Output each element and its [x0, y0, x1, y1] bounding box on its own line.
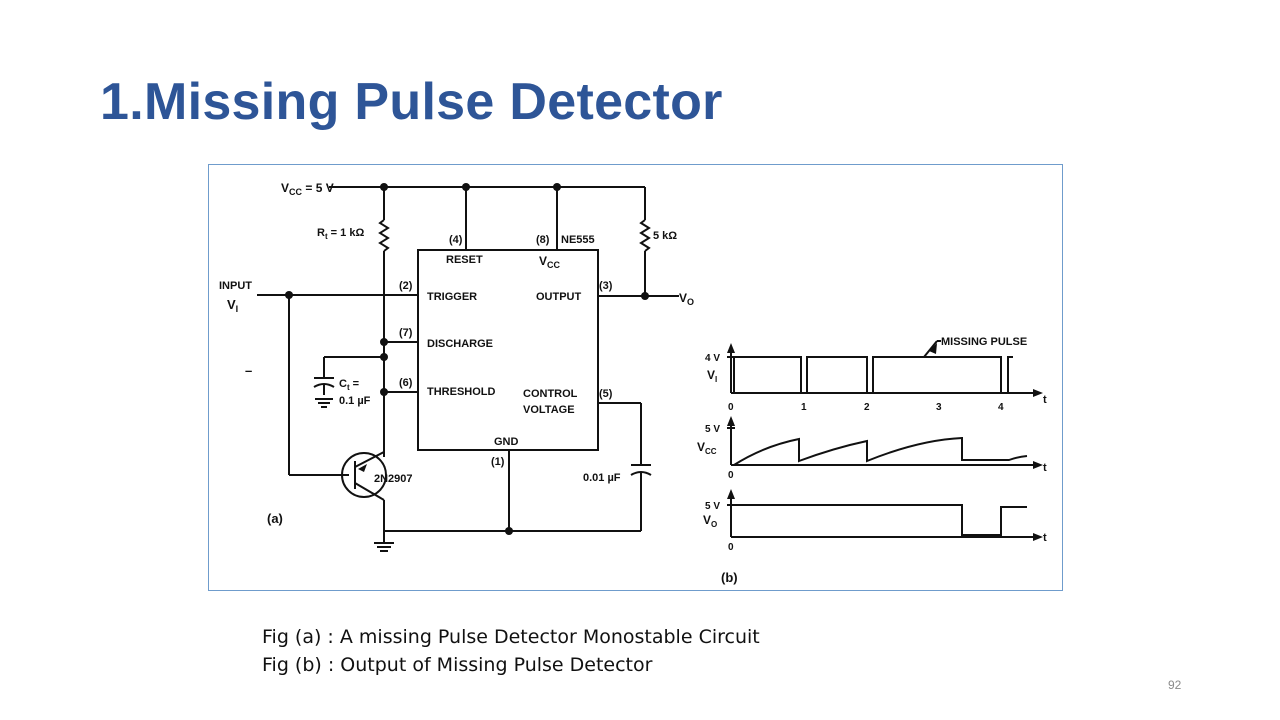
trigger-pin-label: TRIGGER [427, 291, 477, 303]
vo-label: VO [679, 291, 694, 307]
vo-zero-label: 0 [728, 542, 734, 553]
circuit-diagram: VCC = 5 V Rt = 1 kΩ 5 kΩ INPUT VI – Ct =… [219, 181, 1047, 585]
output-pin-label: OUTPUT [536, 291, 582, 303]
tick-3: 3 [936, 402, 942, 413]
wave-vo-label: VO [703, 513, 717, 529]
pin7-label: (7) [399, 327, 413, 339]
gnd-pin-label: GND [494, 436, 519, 448]
pullup-resistor-label: 5 kΩ [653, 230, 677, 242]
vi-time-axis-label: t [1043, 394, 1047, 406]
vcc-level-label: 5 V [705, 424, 720, 435]
page-number: 92 [1168, 678, 1182, 692]
tick-0: 0 [728, 402, 734, 413]
vo-time-axis-label: t [1043, 532, 1047, 544]
control-pin-label: CONTROL [523, 388, 578, 400]
pin8-label: (8) [536, 234, 550, 246]
pin3-label: (3) [599, 280, 613, 292]
vi-label: VI [227, 297, 238, 314]
wave-vcc-label: VCC [697, 440, 717, 456]
transistor-label: 2N2907 [374, 473, 413, 485]
slide-title: 1.Missing Pulse Detector [100, 73, 723, 131]
ct-value: 0.1 µF [339, 395, 371, 407]
panel-b-label: (b) [721, 570, 738, 585]
vcc-main-label: VCC = 5 V [281, 181, 334, 197]
dash-mark: – [245, 363, 252, 378]
caption-fig-a: Fig (a) : A missing Pulse Detector Monos… [262, 626, 760, 648]
tick-1: 1 [801, 402, 807, 413]
reset-pin-label: RESET [446, 254, 483, 266]
wave-vi-label: VI [707, 368, 717, 384]
voltage-pin-label: VOLTAGE [523, 404, 575, 416]
tick-4: 4 [998, 402, 1004, 413]
figure-frame: VCC = 5 V Rt = 1 kΩ 5 kΩ INPUT VI – Ct =… [208, 164, 1063, 591]
caption-fig-b: Fig (b) : Output of Missing Pulse Detect… [262, 654, 653, 676]
pin1-label: (1) [491, 456, 505, 468]
tick-2: 2 [864, 402, 870, 413]
ic-vcc-label: VCC [539, 254, 561, 270]
pin6-label: (6) [399, 377, 413, 389]
input-label: INPUT [219, 280, 252, 292]
pin2-label: (2) [399, 280, 413, 292]
control-capacitor-label: 0.01 µF [583, 472, 621, 484]
ic-name: NE555 [561, 234, 595, 246]
pin5-label: (5) [599, 388, 613, 400]
vcc-time-axis-label: t [1043, 462, 1047, 474]
ct-label: Ct = [339, 378, 359, 392]
panel-a-label: (a) [267, 511, 283, 526]
discharge-pin-label: DISCHARGE [427, 338, 493, 350]
vi-level-label: 4 V [705, 353, 720, 364]
threshold-pin-label: THRESHOLD [427, 386, 496, 398]
vo-level-label: 5 V [705, 501, 720, 512]
missing-pulse-label: MISSING PULSE [941, 336, 1027, 348]
pin4-label: (4) [449, 234, 463, 246]
rt-label: Rt = 1 kΩ [317, 227, 364, 241]
vcc-zero-label: 0 [728, 470, 734, 481]
